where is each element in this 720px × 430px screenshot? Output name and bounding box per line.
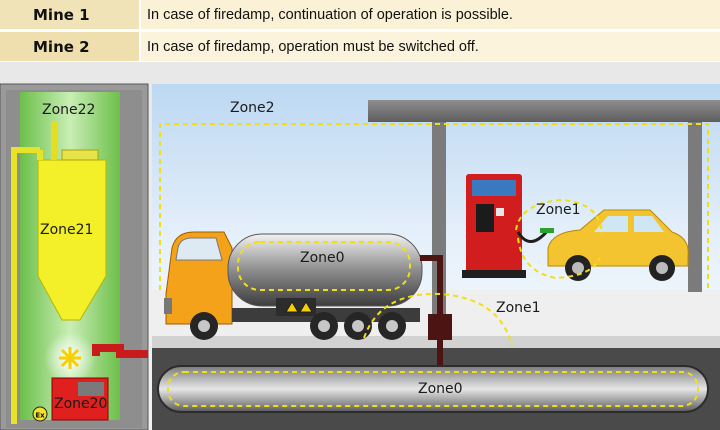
zone-table: Mine 1 In case of firedamp, continuation… bbox=[0, 0, 720, 61]
silo-panel: Ex Zone22 Zone21 Zone20 bbox=[0, 83, 149, 430]
mine-1-label: Mine 1 bbox=[0, 0, 139, 29]
ex-mark: Ex bbox=[35, 412, 45, 420]
zone20-label: Zone20 bbox=[54, 396, 107, 412]
table-row-mine-2: Mine 2 In case of firedamp, operation mu… bbox=[0, 32, 720, 61]
zone0-tank-label: Zone0 bbox=[300, 250, 345, 266]
rotary-valve-icon bbox=[59, 347, 81, 369]
zone22-label: Zone22 bbox=[42, 102, 95, 118]
zone1-ground-label: Zone1 bbox=[496, 300, 541, 316]
tanker-truck: Zone0 bbox=[164, 231, 423, 340]
underground-tank: Zone0 bbox=[157, 365, 709, 413]
zone0-underground-label: Zone0 bbox=[418, 381, 463, 397]
zone21-label: Zone21 bbox=[40, 222, 93, 238]
car: Zone1 bbox=[515, 198, 689, 281]
zone2-label: Zone2 bbox=[230, 100, 275, 116]
zone1-car-label: Zone1 bbox=[536, 202, 581, 218]
table-row-mine-1: Mine 1 In case of firedamp, continuation… bbox=[0, 0, 720, 29]
fuel-pump bbox=[462, 174, 554, 278]
mine-1-text: In case of firedamp, continuation of ope… bbox=[141, 0, 720, 29]
station-panel: Zone2 Zone1 bbox=[152, 84, 720, 430]
mine-2-text: In case of firedamp, operation must be s… bbox=[141, 32, 720, 61]
hazard-zone-illustration: Ex Zone22 Zone21 Zone20 Zone2 bbox=[0, 62, 720, 430]
filler-pipe: Zone1 bbox=[363, 255, 541, 380]
scene-svg: Ex Zone22 Zone21 Zone20 Zone2 bbox=[0, 83, 720, 430]
mine-2-label: Mine 2 bbox=[0, 32, 139, 61]
